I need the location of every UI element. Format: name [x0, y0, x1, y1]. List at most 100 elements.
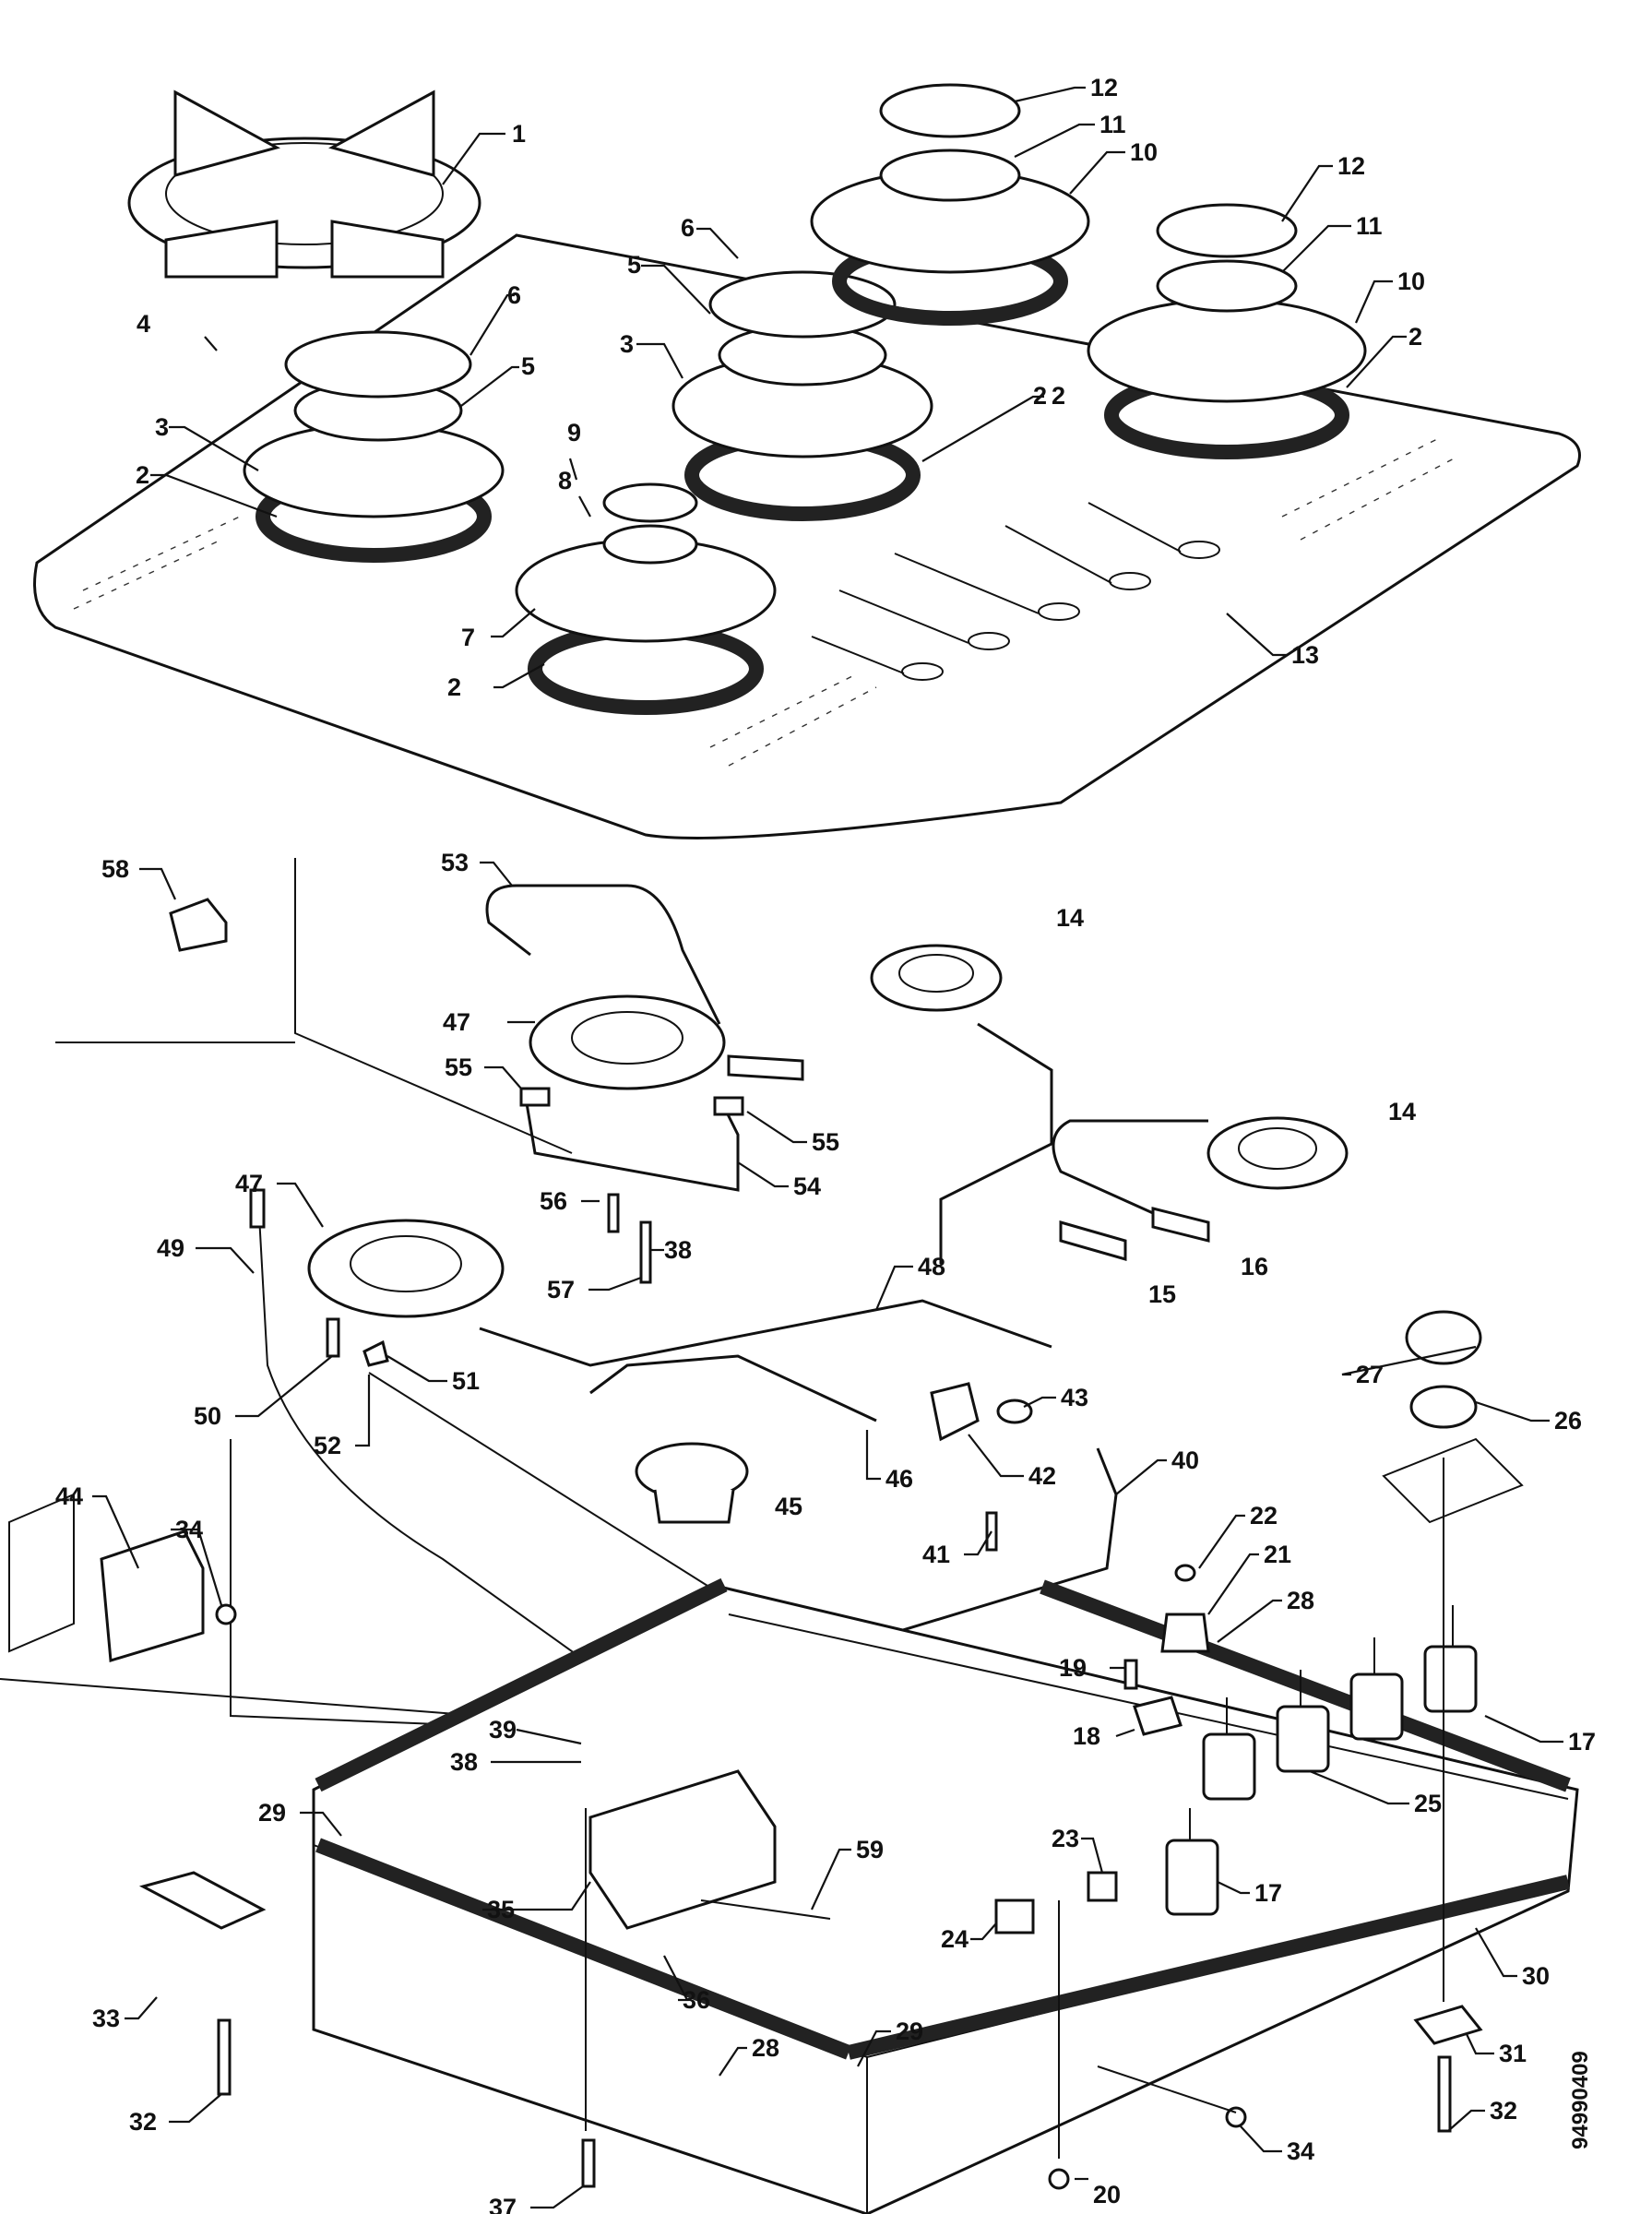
elbow-42 [930, 1382, 980, 1442]
bracket-18 [1133, 1696, 1183, 1736]
callout-28: 28 [1287, 1587, 1314, 1614]
callout-21: 21 [1264, 1541, 1291, 1568]
leader-lines [92, 86, 1563, 2209]
screw-37 [581, 2138, 596, 2188]
screw-32-left [217, 2018, 232, 2096]
clip-51 [362, 1339, 389, 1367]
switch-23 [1087, 1871, 1118, 1902]
callout-56: 56 [540, 1187, 567, 1215]
callout-7: 7 [461, 624, 475, 651]
callout-2: 2 [1408, 323, 1422, 351]
screw-56 [607, 1193, 620, 1233]
callout-37: 37 [489, 2194, 517, 2214]
pipe-53 [485, 884, 721, 1025]
callout-32: 32 [129, 2108, 157, 2136]
callout-5: 5 [627, 251, 641, 279]
callout-labels: 1 2 2 2 2 2 3 3 4 5 5 6 6 7 8 9 10 10 11… [55, 74, 1596, 2214]
callout-28: 28 [752, 2034, 779, 2062]
cap-21 [1160, 1613, 1210, 1653]
callout-51: 51 [452, 1367, 480, 1395]
callout-33: 33 [92, 2005, 120, 2032]
callout-47: 47 [443, 1008, 470, 1036]
burner-rapid-rear [810, 83, 1090, 326]
callout-57: 57 [547, 1276, 575, 1303]
callout-27: 27 [1356, 1361, 1384, 1388]
callout-2: 2 [136, 461, 149, 489]
cable-59 [700, 1899, 831, 1920]
callout-2: 2 [447, 673, 461, 701]
callout-5: 5 [521, 352, 535, 380]
wire-left [0, 1678, 481, 1717]
callout-39: 39 [489, 1716, 517, 1744]
callout-20: 20 [1093, 2181, 1121, 2208]
callout-55: 55 [812, 1128, 839, 1156]
burner-body-14-lower [1052, 1116, 1349, 1215]
gas-valves-row [1165, 1605, 1478, 1916]
callout-50: 50 [194, 1402, 221, 1430]
callout-24: 24 [941, 1925, 969, 1953]
callout-35: 35 [487, 1896, 515, 1923]
clip-part-58 [169, 898, 228, 952]
burner-body-45 [635, 1442, 749, 1524]
gasket-28-29 [315, 1577, 1571, 2060]
callout-16: 16 [1241, 1253, 1268, 1280]
callout-17: 17 [1254, 1879, 1282, 1907]
callout-23: 23 [1052, 1825, 1079, 1852]
screw-32-right [1437, 2055, 1452, 2133]
burner-rapid-right [1087, 203, 1367, 459]
callout-47: 47 [235, 1170, 263, 1197]
callout-29: 29 [896, 2018, 923, 2045]
callout-32: 32 [1490, 2097, 1517, 2125]
callout-8: 8 [558, 467, 572, 494]
callout-1: 1 [512, 120, 526, 148]
screw-34-right [1225, 2106, 1247, 2128]
pipe-48 [479, 1299, 1052, 1422]
callout-12: 12 [1090, 74, 1118, 101]
burner-body-47-upper [529, 994, 804, 1090]
callout-54: 54 [793, 1172, 821, 1200]
callout-3: 3 [155, 413, 169, 441]
callout-36: 36 [683, 1986, 710, 2014]
spark-generator-35 [588, 1769, 777, 1930]
callout-2: 2 [1033, 382, 1047, 410]
bezel-26 [1409, 1385, 1478, 1429]
screw-57 [639, 1220, 652, 1284]
callout-22: 22 [1250, 1502, 1278, 1530]
feed-wire-upper [55, 858, 573, 1154]
document-number: 94990409 [1568, 2051, 1623, 2186]
assembly-guide-lines [585, 1458, 1444, 2159]
callout-30: 30 [1522, 1962, 1550, 1990]
callout-48: 48 [918, 1253, 945, 1280]
callout-40: 40 [1171, 1446, 1199, 1474]
callout-53: 53 [441, 849, 469, 876]
callout-6: 6 [681, 214, 695, 242]
washer-43 [996, 1399, 1033, 1424]
burner-body-47-lower [307, 1219, 505, 1318]
callout-29: 29 [258, 1799, 286, 1827]
knob-27 [1405, 1310, 1482, 1365]
callout-58: 58 [101, 855, 129, 883]
callout-52: 52 [314, 1432, 341, 1459]
clamp-33 [138, 1871, 267, 1930]
callout-4: 4 [137, 310, 150, 338]
callout-13: 13 [1291, 641, 1319, 669]
pipe-15 [1059, 1220, 1127, 1261]
callout-44: 44 [55, 1482, 83, 1510]
callout-6: 6 [507, 281, 521, 309]
callout-31: 31 [1499, 2040, 1527, 2067]
callout-34: 34 [175, 1516, 203, 1543]
callout-49: 49 [157, 1234, 184, 1262]
callout-2: 2 [1052, 382, 1065, 410]
callout-17: 17 [1568, 1728, 1596, 1756]
knob-cutout [1382, 1437, 1524, 1524]
callout-3: 3 [620, 330, 634, 358]
callout-11: 11 [1099, 111, 1126, 138]
bracket-54 [519, 1087, 744, 1192]
ignition-module-44 [8, 1493, 205, 1662]
callout-12: 12 [1337, 152, 1365, 180]
callout-9: 9 [567, 419, 581, 446]
callout-19: 19 [1059, 1654, 1087, 1682]
callout-14: 14 [1056, 904, 1084, 932]
callout-18: 18 [1073, 1722, 1100, 1750]
